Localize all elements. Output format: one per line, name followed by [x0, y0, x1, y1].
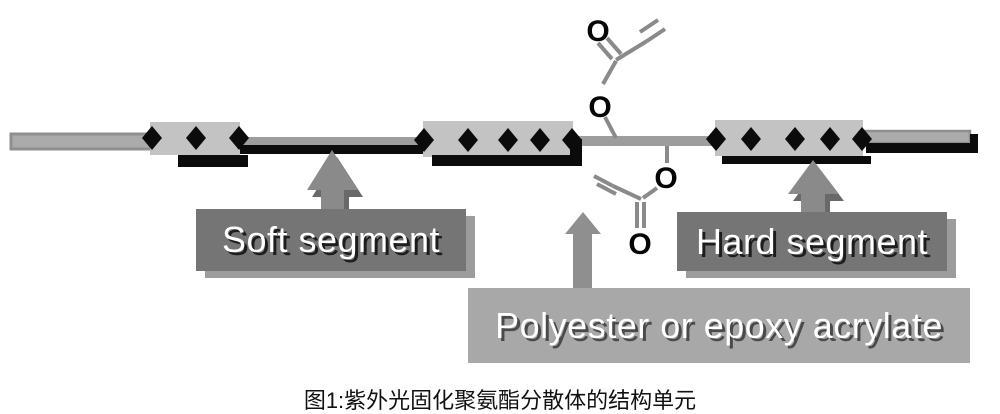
diamond-icon — [852, 127, 872, 151]
acrylate-group-bottom: O O — [593, 146, 678, 261]
diamond-icon — [142, 126, 162, 150]
vinyl-double-bond — [596, 182, 617, 196]
diamond-icon — [820, 127, 840, 151]
soft-segment-arrow-icon — [307, 150, 358, 214]
hard-segment-label-box: Hard segment — [677, 212, 947, 271]
chain-right-black-band — [866, 143, 978, 153]
chain-right-bar — [860, 129, 972, 145]
diamond-icon — [186, 126, 206, 150]
chain-acrylate-bar — [570, 136, 718, 146]
c-c-bond — [612, 184, 642, 201]
carbonyl-double-bond — [605, 36, 623, 56]
polyester-label: Polyester or epoxy acrylate — [495, 304, 943, 346]
polyester-arrow-icon — [565, 212, 601, 292]
diamond-icon — [785, 127, 805, 151]
segment-blocks — [142, 120, 872, 167]
diamond-icon — [229, 126, 249, 150]
oxygen-atom-label: O — [586, 15, 609, 48]
hard-segment-label: Hard segment — [695, 220, 929, 262]
c-o-bond — [601, 60, 618, 85]
diamond-icon — [498, 128, 518, 152]
oxygen-atom-label: O — [588, 91, 611, 124]
oxygen-atom-label: O — [628, 228, 651, 261]
o-c-bond — [641, 186, 659, 200]
vinyl-double-bond — [638, 18, 660, 34]
carbonyl-double-bond — [596, 41, 614, 61]
diamond-icon — [706, 127, 726, 151]
diamond-icon — [741, 127, 761, 151]
chain-soft-bar — [238, 137, 430, 147]
soft-segment-label-box: Soft segment — [196, 209, 466, 271]
figure-caption: 图1:紫外光固化聚氨酯分散体的结构单元 — [303, 388, 697, 413]
polymer-chain — [9, 129, 978, 154]
diamond-icon — [458, 128, 478, 152]
c-c-bond — [614, 39, 649, 62]
diamond-icon — [414, 128, 434, 152]
vinyl-double-bond — [645, 27, 667, 43]
acrylate-group-top: O O — [586, 15, 667, 139]
hard-segment-arrow-icon — [788, 160, 839, 216]
callout-arrows — [307, 150, 844, 292]
block-1-shadow — [178, 155, 248, 167]
oxygen-atom-label: O — [654, 162, 677, 195]
block-2-shadow — [432, 155, 582, 166]
o-chain-bond — [603, 116, 618, 139]
soft-segment-label: Soft segment — [221, 219, 441, 260]
urethane-diamonds — [142, 126, 872, 152]
chain-soft-black-band — [240, 145, 432, 154]
vinyl-double-bond — [593, 174, 614, 188]
diamond-icon — [562, 128, 582, 152]
chain-right-end-cap — [970, 134, 978, 153]
block-2 — [423, 121, 573, 157]
diamond-icon — [530, 128, 550, 152]
chain-left-bar — [9, 132, 154, 151]
block-3-shadow — [722, 156, 871, 164]
polyester-label-box: Polyester or epoxy acrylate — [468, 288, 970, 363]
